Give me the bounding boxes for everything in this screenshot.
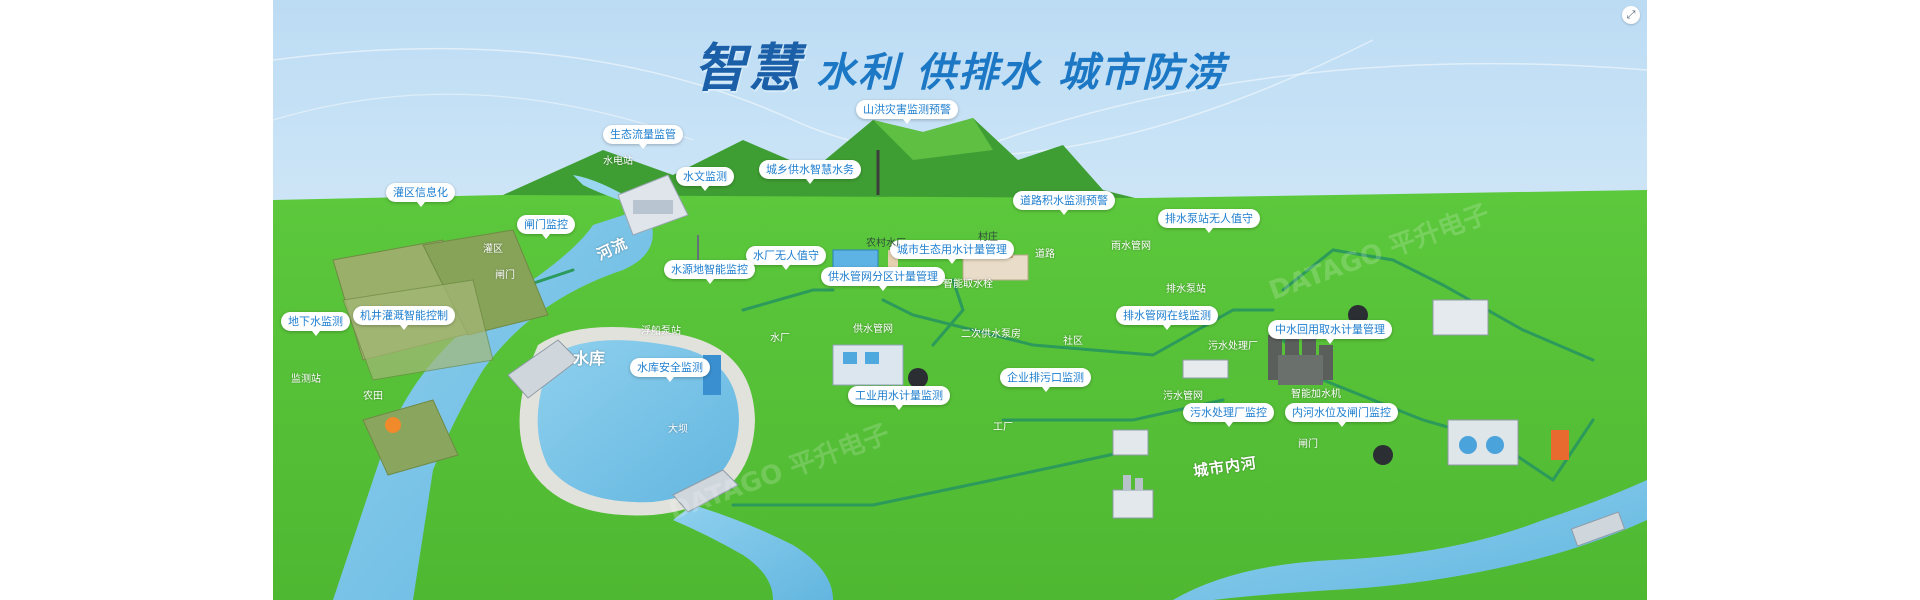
callout-pump-unattended[interactable]: 排水泵站无人值守 — [1158, 209, 1260, 233]
secondary-pump-room — [1182, 359, 1229, 379]
callout-gate-monitor[interactable]: 闸门监控 — [517, 215, 575, 239]
place-sewage-plant: 污水处理厂 — [1208, 341, 1258, 352]
expand-icon[interactable]: ⤢ — [1622, 6, 1640, 24]
callout-ecological-flow[interactable]: 生态流量监管 — [603, 125, 683, 149]
city-river — [1173, 480, 1647, 600]
sewage-plant — [1447, 419, 1519, 466]
place-inner-gate: 闸门 — [1298, 439, 1318, 450]
pipe-hydrant — [931, 278, 965, 347]
monitoring-station-device — [385, 417, 401, 433]
lower-river — [673, 505, 833, 600]
place-irrigation-area: 灌区 — [483, 244, 503, 255]
farmland-plot — [362, 399, 459, 476]
page-title: 智慧水利 供排水 城市防涝 — [273, 26, 1647, 101]
place-road: 道路 — [1035, 249, 1055, 260]
inner-gate — [1570, 511, 1626, 547]
water-plant — [832, 344, 904, 386]
callout-inner-river[interactable]: 内河水位及闸门监控 — [1285, 403, 1398, 427]
upper-river — [333, 208, 653, 600]
sky-swirl — [273, 39, 1374, 157]
community-buildings — [1268, 330, 1333, 385]
pipe-plant-network — [881, 298, 1155, 357]
place-farmland: 农田 — [363, 391, 383, 402]
place-community: 社区 — [1063, 336, 1083, 347]
reservoir-water — [537, 340, 739, 503]
pipe-source — [741, 288, 835, 312]
pipe-community — [1151, 308, 1275, 357]
callout-source-monitor[interactable]: 水源地智能监控 — [664, 260, 755, 284]
place-dam: 大坝 — [668, 424, 688, 435]
place-drain-pump-station: 排水泵站 — [1166, 284, 1206, 295]
main-dam — [672, 469, 739, 513]
sewage-network-hub — [1373, 445, 1393, 465]
callout-sewage-plant-monitor[interactable]: 污水处理厂监控 — [1183, 403, 1274, 427]
place-rain-network: 雨水管网 — [1111, 241, 1151, 252]
callout-flood-warning[interactable]: 山洪灾害监测预警 — [856, 100, 958, 124]
smart-water-diagram: DATAGO 平升电子 DATAGO 平升电子 智慧水利 供排水 城市防涝 生态… — [273, 0, 1647, 600]
place-factory: 工厂 — [993, 422, 1013, 433]
water-dispenser — [1551, 430, 1569, 460]
place-reservoir: 水库 — [573, 349, 606, 368]
pipe-factory — [731, 448, 1135, 507]
field-block-3 — [342, 279, 494, 381]
callout-irrigation-info[interactable]: 灌区信息化 — [386, 183, 455, 207]
callout-waterlogging-warning[interactable]: 道路积水监测预警 — [1013, 191, 1115, 215]
callout-drain-network-online[interactable]: 排水管网在线监测 — [1116, 306, 1218, 330]
callout-zone-metering[interactable]: 供水管网分区计量管理 — [821, 267, 945, 291]
drain-pump-building — [1432, 299, 1489, 336]
callout-groundwater[interactable]: 地下水监测 — [281, 312, 350, 336]
irrigation-fields — [332, 229, 549, 476]
place-hydrant: 智能取水栓 — [943, 279, 993, 290]
place-village: 村庄 — [978, 232, 998, 243]
title-rest: 水利 供排水 城市防涝 — [816, 50, 1226, 96]
place-water-plant: 水厂 — [770, 333, 790, 344]
callout-urban-eco-metering[interactable]: 城市生态用水计量管理 — [890, 240, 1014, 264]
callout-well-irrigation[interactable]: 机井灌溉智能控制 — [353, 306, 455, 330]
place-sewage-network: 污水管网 — [1163, 391, 1203, 402]
title-emphasis: 智慧 — [694, 39, 803, 99]
callout-reservoir-safety[interactable]: 水库安全监测 — [630, 358, 710, 382]
sky-swirl-3 — [273, 93, 694, 141]
place-secondary-pump: 二次供水泵房 — [961, 329, 1021, 340]
place-hydropower: 水电站 — [603, 156, 633, 167]
hydropower-station — [617, 174, 689, 236]
mountain-highlight — [873, 118, 993, 160]
supply-network-hub — [908, 368, 928, 388]
place-monitoring-station: 监测站 — [291, 374, 321, 385]
factory — [1112, 475, 1154, 519]
scene-illustration: DATAGO 平升电子 DATAGO 平升电子 — [273, 0, 1647, 600]
callout-water-service[interactable]: 城乡供水智慧水务 — [759, 160, 861, 184]
place-floating-pump: 浮船泵站 — [641, 326, 681, 337]
callout-plant-unattended[interactable]: 水厂无人值守 — [746, 246, 826, 270]
callout-industrial-metering[interactable]: 工业用水计量监测 — [848, 386, 950, 410]
pipe-rain — [1281, 248, 1595, 362]
reservoir-dam — [507, 339, 579, 399]
factory-2 — [1112, 429, 1149, 456]
callout-reclaimed-water[interactable]: 中水回用取水计量管理 — [1268, 320, 1392, 344]
place-supply-network: 供水管网 — [853, 324, 893, 335]
callout-discharge-outlet[interactable]: 企业排污口监测 — [1000, 368, 1091, 392]
place-gate: 闸门 — [495, 270, 515, 281]
place-rural-plant: 农村水厂 — [866, 238, 906, 249]
place-smart-water-dispenser: 智能加水机 — [1291, 389, 1341, 400]
sky-swirl-2 — [972, 62, 1647, 151]
callout-hydrology[interactable]: 水文监测 — [676, 167, 734, 191]
